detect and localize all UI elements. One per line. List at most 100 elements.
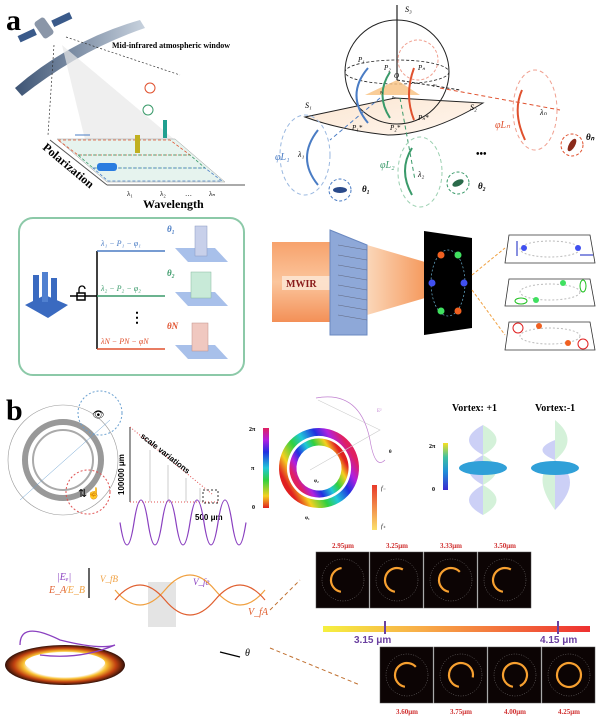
theta-axis-label: θ	[245, 648, 250, 659]
ring-image: 3.50μm	[477, 542, 532, 609]
ring-image-bg	[541, 646, 596, 704]
reference-circle	[547, 653, 591, 697]
reference-circle	[439, 653, 483, 697]
satellite-icon	[17, 12, 73, 43]
wavelength-tick: λ₁	[127, 190, 133, 198]
wavelength-label: 3.50μm	[494, 542, 516, 550]
vortex-plus-helix	[459, 425, 507, 515]
width-label: 500 μm	[195, 513, 223, 522]
panel-b-label: b	[6, 394, 23, 427]
phase-label: φL₁	[275, 152, 290, 163]
f-plus-label: f₊	[381, 523, 387, 530]
top-image-row: 2.95μm 3.25μm 3.33μm 3.50μm	[315, 542, 532, 609]
polarization-panels	[504, 234, 596, 351]
ring-image-bg	[477, 551, 532, 609]
s3-axis-label: S₃	[405, 5, 412, 14]
zoom-circle	[65, 469, 111, 515]
ring-arc	[383, 566, 411, 594]
view-cone	[62, 45, 175, 160]
ring-arc	[329, 566, 357, 594]
meta-atom-array-icon	[25, 272, 68, 318]
metasurface-grating	[337, 244, 368, 321]
reference-circle	[429, 558, 473, 602]
atmosphere-band	[15, 20, 145, 96]
view-line	[65, 36, 181, 76]
wavelength-axis-label: Wavelength	[143, 197, 204, 211]
torus-hole	[25, 652, 105, 674]
theta-arrow	[219, 651, 241, 658]
theta-label: θN	[167, 321, 179, 331]
ellipsis: ⋮	[130, 311, 144, 326]
lambda-label: λ₁	[297, 150, 304, 159]
ground-plane	[49, 82, 245, 186]
vfe-label: V_fe	[193, 577, 210, 587]
callout-line	[269, 579, 301, 611]
circular-polarization-icon	[144, 82, 156, 94]
energy-label: E²	[377, 408, 382, 414]
metasurface	[329, 229, 368, 336]
callout-line	[471, 247, 506, 276]
vortex-minus-title: Vortex:-1	[535, 403, 575, 414]
ring-arc	[447, 661, 475, 689]
ring-image-bg	[433, 646, 488, 704]
mwir-label: MWIR	[286, 279, 317, 290]
vortex-colorbar	[443, 443, 448, 490]
poincare-sphere	[279, 5, 584, 208]
wavelength-label: 4.00μm	[504, 708, 526, 716]
point-label: P₂	[383, 64, 391, 72]
theta-label: θ₁	[362, 184, 370, 194]
reference-circle	[385, 653, 429, 697]
spectrum-mark-label: 3.15 μm	[354, 635, 391, 646]
ring-image-bg	[315, 551, 370, 609]
ring-arc	[555, 661, 583, 689]
mwir-label-bg	[282, 276, 332, 290]
wavelength-label: 3.60μm	[396, 708, 418, 716]
zoom-box	[202, 489, 219, 504]
theta-label: θₙ	[586, 132, 595, 142]
ring-image: 2.95μm	[315, 542, 370, 609]
theta-label: θ₂	[167, 268, 175, 278]
scale-variations-label: scale variations	[139, 431, 192, 475]
vfb-label: V_fB	[100, 574, 118, 584]
callout-line	[269, 647, 361, 686]
wavelength-tick: …	[185, 190, 192, 198]
point-label: P₁	[357, 56, 365, 64]
wavelength-label: 3.25μm	[386, 542, 408, 550]
design-row-label: λ₁ − P₁ − φ₁	[100, 239, 141, 248]
elliptical-polarization-icon	[142, 104, 154, 116]
reference-circle	[493, 653, 537, 697]
wave-a	[114, 584, 266, 616]
spectrum-mark-label: 4.15 μm	[540, 635, 577, 646]
unlock-icon	[76, 285, 86, 301]
wavelength-tick: λ₂	[160, 190, 166, 198]
panel-a-label: a	[6, 4, 21, 37]
wavelength-label: 2.95μm	[332, 542, 354, 550]
callout-line	[471, 289, 506, 336]
spectrum-bar	[323, 626, 590, 632]
angle-label: ρ₁	[380, 89, 384, 94]
wave-b	[114, 574, 266, 606]
point-label: Pₙ	[417, 64, 425, 72]
reference-circle	[483, 558, 527, 602]
lambda-label: λₙ	[539, 108, 547, 117]
metalens-disk	[7, 404, 119, 516]
nanopillar-icons	[175, 225, 228, 359]
envelope-wave	[119, 499, 247, 546]
origin-label: O	[394, 72, 399, 80]
angle-label: ρₙ	[433, 82, 437, 87]
wavelength-label: 3.75μm	[450, 708, 472, 716]
vortex-minus-helix	[531, 420, 579, 510]
point-label: P₁*	[351, 124, 363, 132]
ring-image: 3.25μm	[369, 542, 424, 609]
person-sitting-icon	[135, 135, 140, 153]
phase-colorbar	[263, 428, 269, 508]
output-beam	[367, 245, 425, 315]
ring-image: 4.00μm	[487, 646, 542, 716]
theta-label: θ	[389, 450, 392, 455]
ring-arc	[437, 566, 465, 594]
wavelength-label: 3.33μm	[440, 542, 462, 550]
phase-label: φLₙ	[495, 120, 511, 131]
ring-arc	[393, 661, 421, 689]
